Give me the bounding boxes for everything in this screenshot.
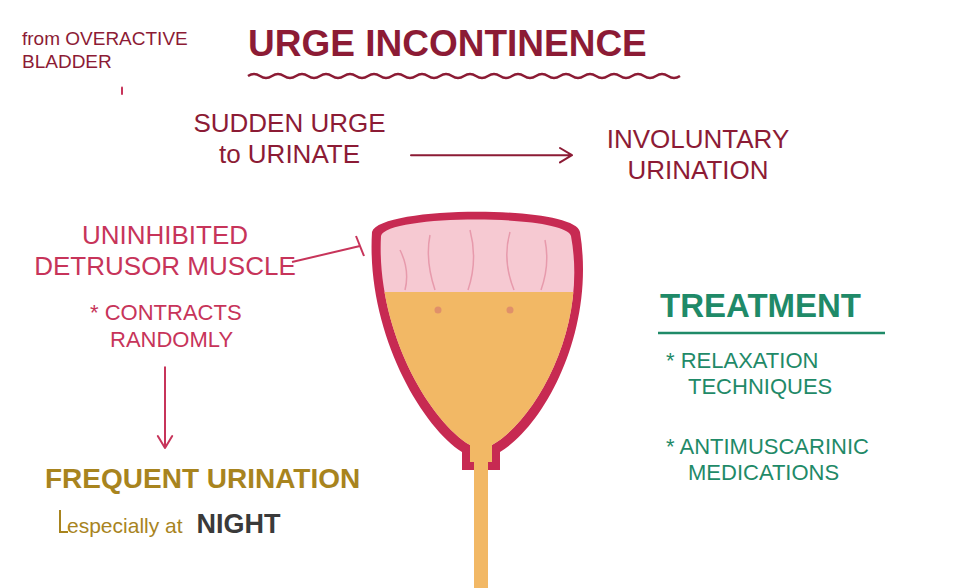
node-text: SUDDEN URGE to URINATE (182, 108, 397, 170)
ureter-opening (507, 307, 514, 314)
treatment-underline (658, 332, 885, 335)
node-text: INVOLUNTARY URINATION (588, 124, 808, 186)
urine-stream-neck (474, 440, 488, 480)
treatment-text: * ANTIMUSCARINIC MEDICATIONS (666, 434, 948, 487)
treatment-text: TREATMENT (660, 286, 861, 326)
text-group-node: UNINHIBITED DETRUSOR MUSCLE * CONTRACTS R… (25, 220, 305, 353)
hook-stroke (60, 510, 68, 532)
node-text: especially at (67, 513, 183, 538)
node-text: * CONTRACTS RANDOMLY (90, 300, 300, 353)
title-underline (248, 74, 680, 78)
node-text: from OVERACTIVE BLADDER (22, 28, 222, 74)
flow-arrow (121, 88, 123, 94)
ureter-opening (435, 307, 442, 314)
text-group-node: from OVERACTIVE BLADDER (22, 28, 222, 74)
treatment-text: * RELAXATION TECHNIQUES (666, 348, 948, 401)
urine (360, 292, 600, 492)
text-group-node: FREQUENT URINATION especially at NIGHT (45, 462, 465, 540)
leader-tick (356, 236, 364, 256)
node-text: FREQUENT URINATION (45, 462, 465, 496)
diagram-title: URGE INCONTINENCE (248, 22, 647, 66)
text-group-node: INVOLUNTARY URINATION (588, 124, 808, 186)
bladder-folds (400, 230, 547, 290)
node-text: NIGHT (197, 508, 281, 540)
node-text: UNINHIBITED DETRUSOR MUSCLE (25, 220, 305, 282)
leader-line (292, 246, 360, 262)
text-group-node: SUDDEN URGE to URINATE (182, 108, 397, 170)
flow-arrow (411, 148, 572, 162)
flow-arrow (158, 367, 172, 448)
